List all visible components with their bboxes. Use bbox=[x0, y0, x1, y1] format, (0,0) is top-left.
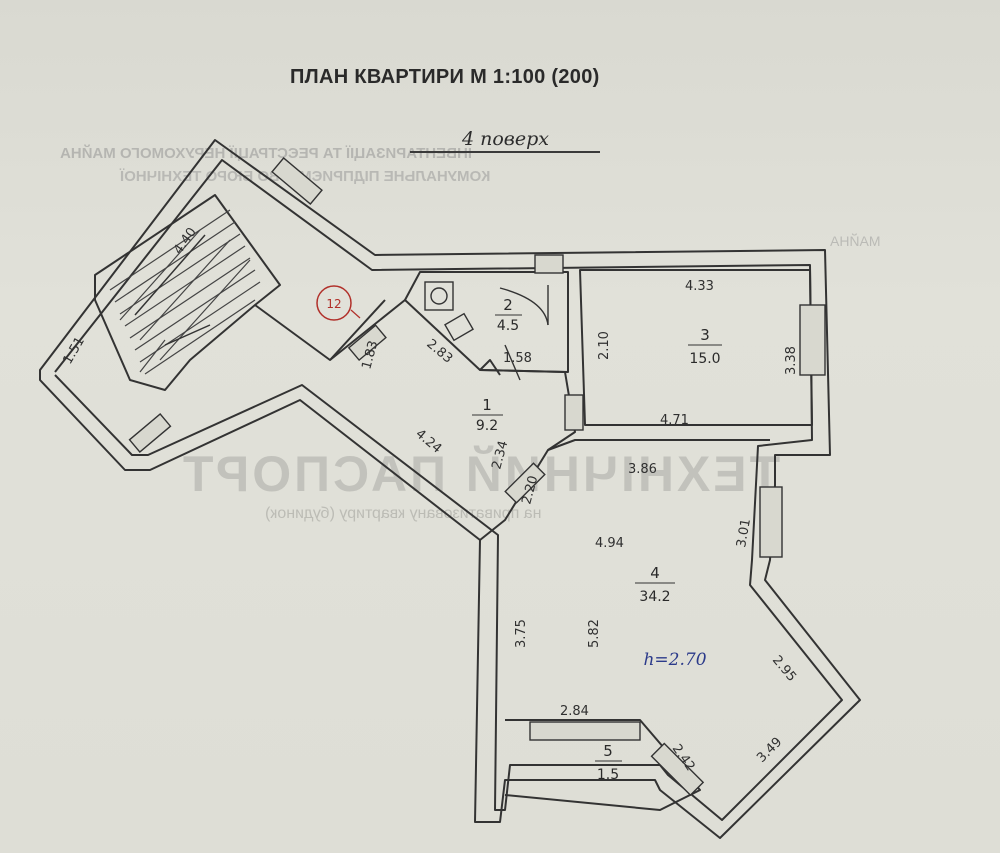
floor-underline bbox=[410, 151, 600, 153]
dim-room-3-right: 3.38 bbox=[784, 346, 799, 375]
dim-room-3-left: 2.10 bbox=[597, 331, 612, 360]
room-4-area: 34.2 bbox=[639, 589, 670, 605]
room-labels: 1 9.2 2 4.5 3 15.0 4 34.2 5 1.5 h=2.70 bbox=[472, 296, 722, 783]
room-1-area: 9.2 bbox=[476, 418, 498, 434]
room-4-top-wall bbox=[547, 439, 770, 451]
toilet-bowl-icon bbox=[430, 287, 448, 305]
window-room-4 bbox=[759, 486, 783, 558]
apartment-number-mark: 12 bbox=[316, 285, 361, 321]
dim-hall-220: 2.20 bbox=[519, 474, 541, 506]
room-3-walls bbox=[579, 269, 813, 426]
dim-room-4-right-top: 3.01 bbox=[734, 518, 754, 549]
inner-wall-outline bbox=[54, 159, 843, 821]
dim-stair-diag: 4.40 bbox=[171, 225, 200, 257]
windows bbox=[128, 157, 826, 797]
stair-block bbox=[94, 194, 281, 391]
room-1-number: 1 bbox=[482, 396, 492, 414]
ceiling-height-note: h=2.70 bbox=[643, 650, 706, 670]
dim-hall-234: 2.34 bbox=[489, 439, 511, 471]
room-3-area: 15.0 bbox=[689, 351, 720, 367]
dim-room-4-inner: 4.94 bbox=[595, 536, 624, 551]
bathroom-fixtures bbox=[424, 281, 549, 381]
room-5-area: 1.5 bbox=[597, 767, 619, 783]
window-room-5-diag bbox=[650, 742, 705, 797]
vent-bathroom bbox=[534, 254, 564, 274]
dimension-labels: 4.40 1.51 1.83 2.83 1.58 4.24 2.34 2.20 … bbox=[60, 225, 799, 774]
dim-room-4-right-diag: 2.95 bbox=[769, 653, 799, 685]
room-2-area: 4.5 bbox=[497, 318, 519, 334]
dim-room-3-top: 4.33 bbox=[685, 279, 714, 294]
window-room-5 bbox=[529, 721, 641, 741]
room-5-number: 5 bbox=[603, 742, 613, 760]
door-swing-arc bbox=[499, 287, 549, 326]
window-stairwell bbox=[271, 157, 323, 205]
stair-steps bbox=[109, 209, 261, 375]
outer-wall bbox=[39, 139, 861, 839]
plan-title: ПЛАН КВАРТИРИ М 1:100 (200) bbox=[290, 66, 600, 88]
door-room-4 bbox=[504, 462, 546, 504]
hall-inner-wall bbox=[479, 359, 501, 376]
door-room-3 bbox=[564, 394, 584, 431]
room-5-walls bbox=[504, 719, 701, 811]
sink-icon bbox=[444, 312, 474, 342]
floor-label: 4 поверх bbox=[462, 128, 549, 150]
dim-hall-424: 4.24 bbox=[412, 427, 444, 457]
window-room-3 bbox=[799, 304, 826, 376]
window-stair-bottom bbox=[128, 413, 172, 453]
svg-text:12: 12 bbox=[326, 297, 341, 311]
room-2-number: 2 bbox=[503, 296, 513, 314]
stair-arrows bbox=[134, 234, 211, 346]
dim-room-4-bottom: 2.84 bbox=[560, 704, 589, 719]
toilet-icon bbox=[424, 281, 454, 311]
dim-room-4-top: 3.86 bbox=[628, 462, 657, 477]
dim-room-4-left: 3.75 bbox=[514, 619, 529, 648]
dim-bath-158: 1.58 bbox=[503, 351, 532, 366]
dim-room-4-mid: 5.82 bbox=[587, 619, 602, 648]
room-3-number: 3 bbox=[700, 326, 710, 344]
dim-room-3-bottom: 4.71 bbox=[660, 413, 689, 428]
dim-hall-183: 1.83 bbox=[359, 339, 381, 371]
room-4-number: 4 bbox=[650, 564, 660, 582]
entry-door bbox=[347, 324, 387, 362]
bathroom-walls bbox=[404, 271, 569, 373]
